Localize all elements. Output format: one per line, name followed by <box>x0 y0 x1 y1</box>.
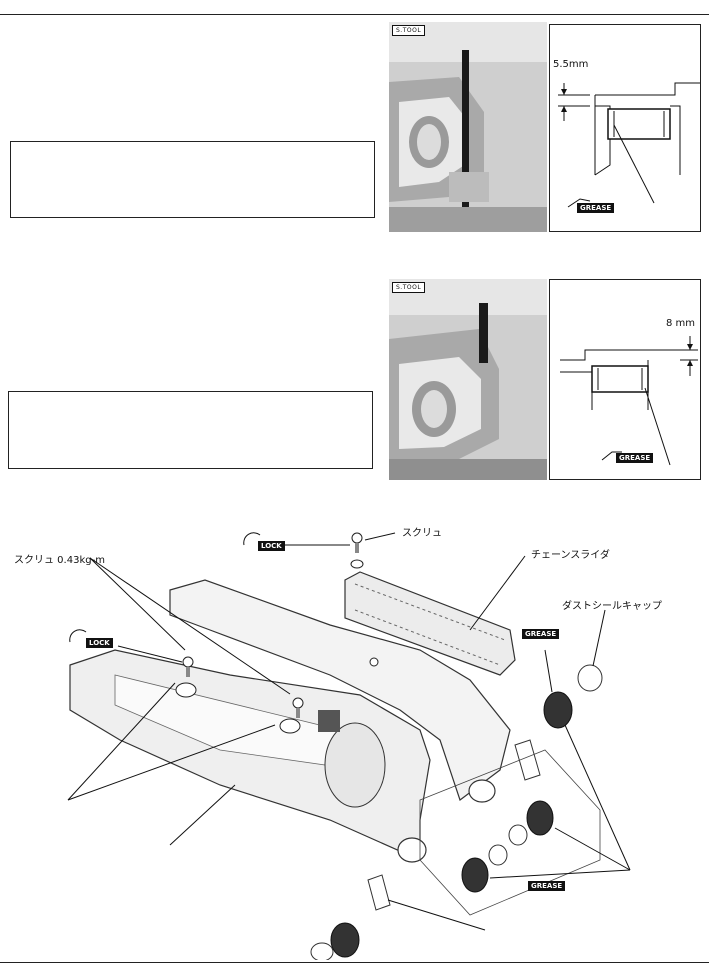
photo-swingarm-bearing-2: S.TOOL <box>389 279 547 480</box>
bearing-depth-2-drawing <box>560 336 698 466</box>
note-box-2 <box>8 391 373 469</box>
photo-1-illustration <box>389 22 547 232</box>
grease-tag-2: GREASE <box>616 453 654 463</box>
bearing-depth-diagram-1: 5.5mm GREASE <box>549 24 701 232</box>
swingarm-exploded-view <box>67 532 631 960</box>
lock-tag-top: LOCK <box>258 541 285 551</box>
label-screw-top: スクリュ <box>402 528 442 539</box>
photo-swingarm-bearing-1: S.TOOL <box>389 22 547 232</box>
dimension-label-1: 5.5mm <box>553 59 589 70</box>
bottom-rule <box>0 962 709 963</box>
bearing-depth-1-drawing <box>558 82 700 208</box>
photo-2-illustration <box>389 279 547 480</box>
dimension-label-2: 8 mm <box>666 318 696 329</box>
top-rule <box>0 14 709 15</box>
label-dust-seal-cap: ダストシールキャップ <box>562 601 662 612</box>
lock-tag-left: LOCK <box>86 638 113 648</box>
note-box-1 <box>10 141 375 218</box>
bearing-depth-diagram-2: 8 mm GREASE <box>549 279 701 480</box>
special-tool-tag-2: S.TOOL <box>392 282 426 293</box>
grease-tag-upper: GREASE <box>522 629 560 639</box>
grease-tag-lower: GREASE <box>528 881 566 891</box>
label-screw-torque: スクリュ 0.43kg-m <box>14 555 105 566</box>
special-tool-tag: S.TOOL <box>392 25 426 36</box>
grease-tag-1: GREASE <box>577 203 615 213</box>
label-chain-slider: チェーンスライダ <box>531 550 610 561</box>
